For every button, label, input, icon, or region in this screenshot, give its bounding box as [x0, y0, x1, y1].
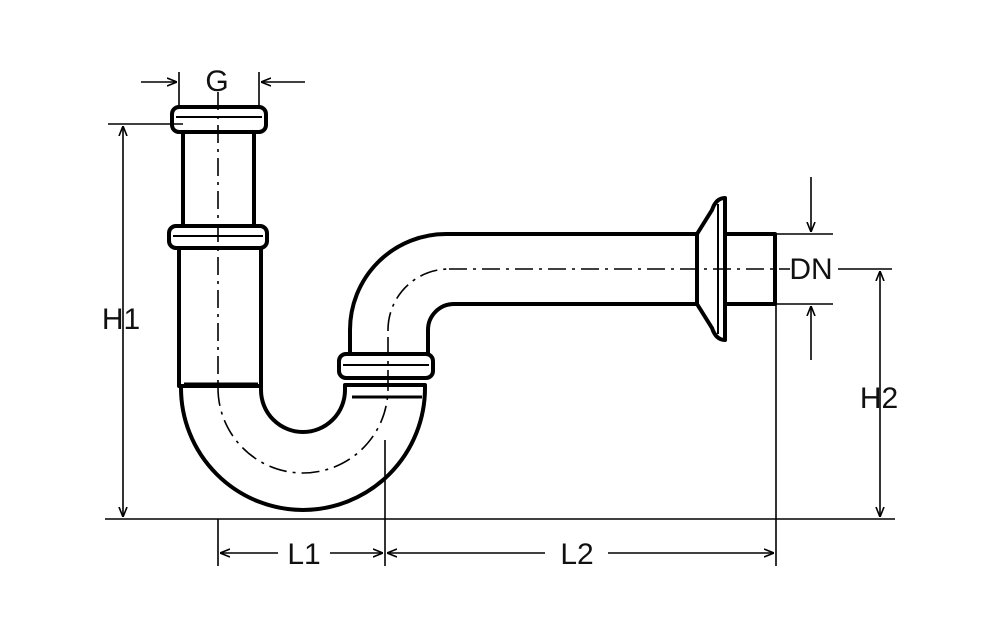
- label-h1: H1: [102, 303, 140, 336]
- upper-vertical-tube: [177, 244, 263, 388]
- label-g: G: [205, 65, 228, 98]
- dimension-lines: [105, 72, 895, 566]
- label-h2: H2: [860, 382, 898, 415]
- label-l2: L2: [560, 538, 593, 571]
- label-l1: L1: [287, 538, 320, 571]
- u-bend-pipe: [179, 383, 427, 512]
- center-line: [217, 92, 790, 474]
- top-collar: [170, 105, 268, 134]
- trap-pipe: [167, 105, 777, 512]
- label-dn: DN: [789, 253, 832, 286]
- s-bend-pipe: [348, 232, 699, 358]
